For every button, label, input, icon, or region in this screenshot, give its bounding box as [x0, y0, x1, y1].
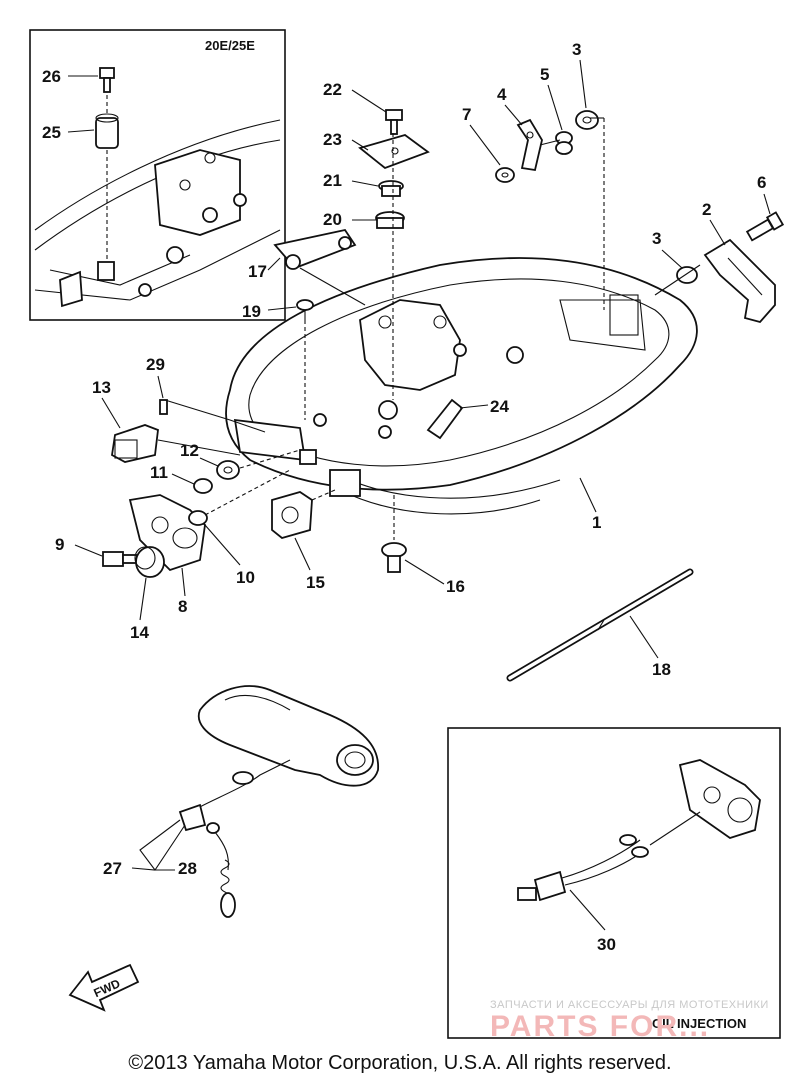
part-30-switch	[517, 811, 701, 902]
part-28-lanyard	[206, 822, 236, 918]
part-16-drain	[381, 542, 407, 573]
fwd-arrow: FWD	[68, 963, 140, 1012]
callout-17: 17	[248, 262, 267, 281]
part-3-grommet-top	[575, 110, 599, 130]
callout-22: 22	[323, 80, 342, 99]
inset-20e-25e: 20E/25E 26 25	[29, 29, 286, 321]
inset-oil-injection: OIL INJECTION	[447, 727, 781, 1039]
callout-4: 4	[497, 85, 507, 104]
callout-20: 20	[323, 210, 342, 229]
part-9-screw	[102, 551, 138, 567]
part-29-clip	[159, 399, 168, 415]
part-8-plate	[128, 494, 206, 572]
callout-16: 16	[446, 577, 465, 596]
watermark: ЗАПЧАСТИ И АКСЕССУАРЫ ДЛЯ МОТОТЕХНИКИ PA…	[490, 999, 769, 1043]
inset-title: 20E/25E	[205, 38, 255, 53]
callout-30: 30	[597, 935, 616, 954]
watermark-brand: PARTS FOR...	[490, 1010, 710, 1043]
part-15-grommet	[271, 491, 313, 539]
part-6-bolt	[745, 211, 785, 242]
part-7-nut	[495, 167, 515, 183]
callout-23: 23	[323, 130, 342, 149]
callout-7: 7	[462, 105, 471, 124]
callout-29: 29	[146, 355, 165, 374]
callout-28: 28	[178, 859, 197, 878]
part-5-washer	[555, 131, 573, 155]
callout-9: 9	[55, 535, 64, 554]
callout-3-top: 3	[572, 40, 581, 59]
part-27-stop-switch	[178, 759, 291, 832]
part-18-rod	[506, 568, 694, 682]
part-23-plate	[358, 134, 430, 170]
oil-plate	[678, 759, 761, 839]
callout-12: 12	[180, 441, 199, 460]
callout-21: 21	[323, 171, 342, 190]
part-25-spacer	[95, 113, 119, 149]
callout-24: 24	[490, 397, 509, 416]
callout-1: 1	[592, 513, 601, 532]
callout-15: 15	[306, 573, 325, 592]
callout-14: 14	[130, 623, 149, 642]
handle-assembly	[197, 685, 379, 787]
oil-injection-title: OIL INJECTION	[652, 1016, 746, 1031]
part-17-bracket	[273, 228, 357, 270]
part-13-switch	[111, 424, 159, 463]
callout-5: 5	[540, 65, 549, 84]
callout-10: 10	[236, 568, 255, 587]
part-12-grommet	[216, 460, 240, 480]
part-21-washer	[378, 180, 404, 197]
callout-6: 6	[757, 173, 766, 192]
part-4-bracket	[516, 118, 543, 172]
copyright-notice: ©2013 Yamaha Motor Corporation, U.S.A. A…	[128, 1052, 672, 1074]
part-22-bolt	[385, 109, 403, 135]
watermark-subtitle: ЗАПЧАСТИ И АКСЕССУАРЫ ДЛЯ МОТОТЕХНИКИ	[490, 999, 769, 1011]
callout-26: 26	[42, 67, 61, 86]
callout-27: 27	[103, 859, 122, 878]
callout-8: 8	[178, 597, 187, 616]
callout-25: 25	[42, 123, 61, 142]
part-20-grommet	[375, 211, 405, 229]
callout-11: 11	[150, 463, 168, 482]
callout-19: 19	[242, 302, 261, 321]
callout-2: 2	[702, 200, 711, 219]
part-11-nut	[193, 478, 213, 494]
part-26-bolt	[99, 67, 115, 93]
part-3-grommet	[676, 266, 698, 284]
part-14-cap	[134, 546, 165, 578]
callout-3: 3	[652, 229, 661, 248]
callout-18: 18	[652, 660, 671, 679]
part-10-nut	[188, 510, 208, 526]
part-1-bottom-cowling	[225, 257, 698, 515]
part-19-clip	[296, 299, 314, 320]
callout-13: 13	[92, 378, 111, 397]
part-2-bracket	[703, 238, 776, 324]
